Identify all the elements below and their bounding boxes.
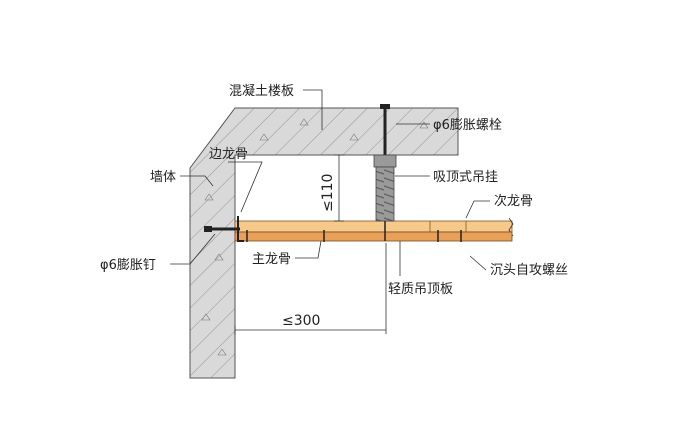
label-edge-keel: 边龙骨 <box>209 147 248 162</box>
dimension-hanger-height-text: ≤110 <box>320 174 336 212</box>
dimension-hanger-spacing-text: ≤300 <box>282 313 320 329</box>
label-light-ceiling-board: 轻质吊顶板 <box>388 282 453 297</box>
label-countersunk-screw: 沉头自攻螺丝 <box>490 263 568 278</box>
label-ceiling-hanger: 吸顶式吊挂 <box>433 170 498 185</box>
main-keel <box>234 231 513 242</box>
leader-lines <box>170 89 490 276</box>
edge-keel <box>237 216 244 242</box>
label-main-keel: 主龙骨 <box>252 252 291 267</box>
expansion-nail <box>204 226 240 232</box>
expansion-bolt <box>380 104 390 162</box>
dimension-hanger-spacing: ≤300 <box>234 243 387 335</box>
label-secondary-keel: 次龙骨 <box>494 193 533 209</box>
secondary-keel <box>234 220 513 233</box>
label-concrete-slab: 混凝土楼板 <box>229 83 294 99</box>
concrete-structure <box>189 107 459 379</box>
dimension-hanger-height: ≤110 <box>320 154 344 222</box>
ceiling-hanger <box>373 154 397 241</box>
label-expansion-bolt: φ6膨胀螺栓 <box>433 118 502 133</box>
label-wall: 墙体 <box>150 170 176 185</box>
aggregate-marks <box>201 118 429 356</box>
countersunk-screws <box>246 230 462 242</box>
label-expansion-nail: φ6膨胀钉 <box>100 258 156 273</box>
